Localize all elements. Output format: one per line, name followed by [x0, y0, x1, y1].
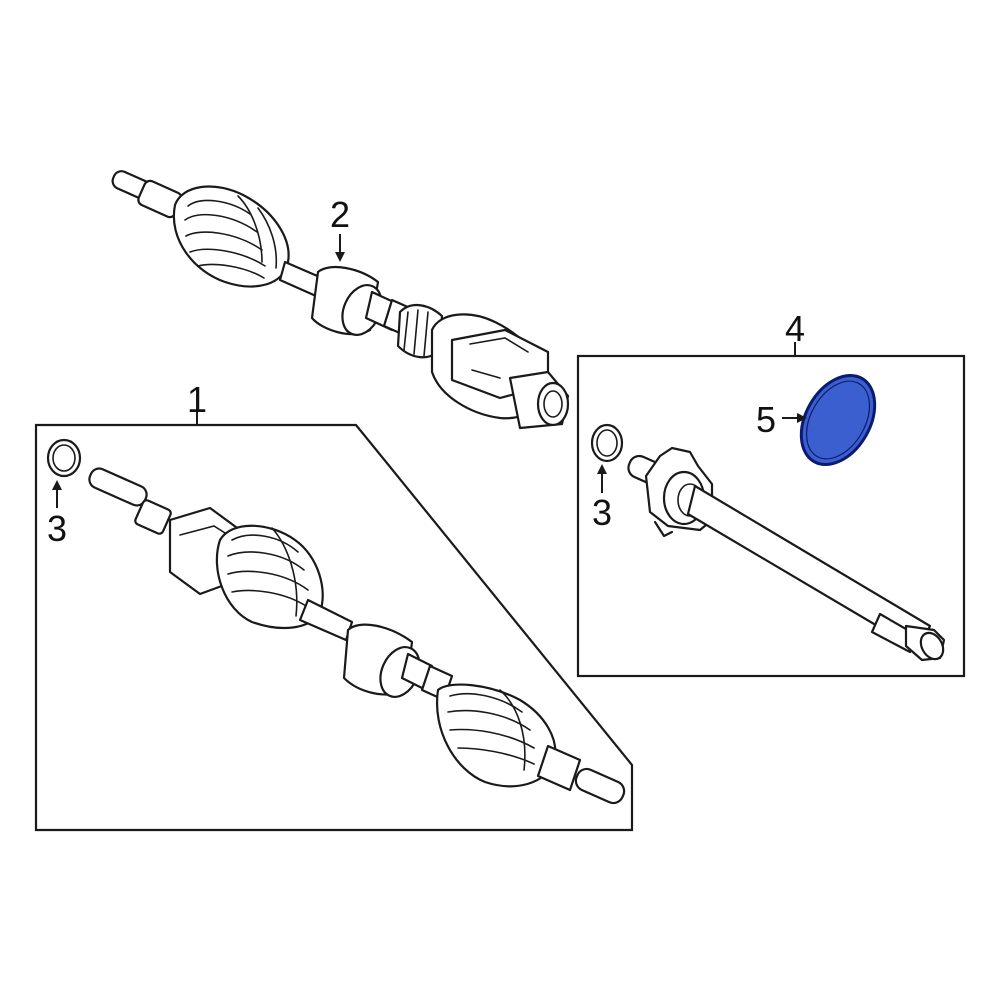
- callout-3-left: 3: [47, 508, 67, 549]
- part-1-axle-assembly[interactable]: [87, 466, 628, 807]
- callout-2: 2: [330, 194, 350, 235]
- callout-4: 4: [785, 308, 805, 349]
- callout-1: 1: [187, 379, 207, 420]
- part-4-group-frame: [576, 354, 966, 678]
- part-5-seal-highlighted[interactable]: [786, 362, 889, 477]
- part-3-snap-ring-right[interactable]: [590, 423, 624, 463]
- part-2-axle-shaft-assembly[interactable]: [110, 169, 570, 430]
- part-4-intermediate-shaft[interactable]: [625, 446, 947, 663]
- callout-5: 5: [756, 399, 776, 440]
- part-1-group-frame: [34, 423, 634, 832]
- part-3-snap-ring-left[interactable]: [46, 438, 82, 478]
- callout-3-right: 3: [592, 492, 612, 533]
